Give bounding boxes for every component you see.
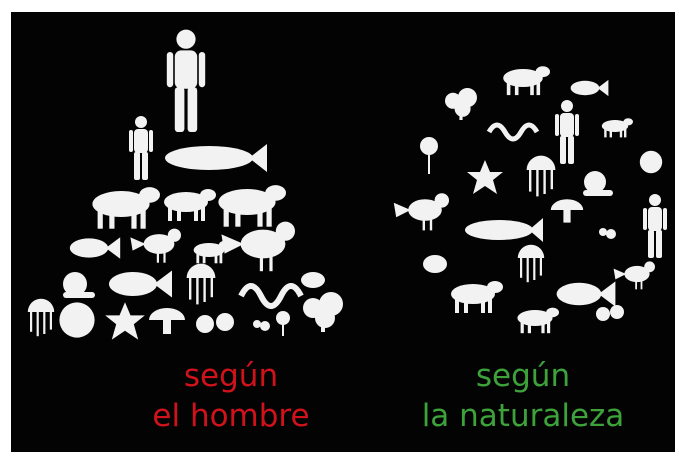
octopus-icon (526, 155, 556, 197)
mushroom-icon (550, 199, 584, 223)
starfish-icon (467, 160, 503, 194)
pig-icon (503, 66, 550, 96)
snake-icon (486, 122, 540, 142)
jellyfish-icon (517, 244, 545, 283)
flower-icon (276, 311, 290, 336)
dog-icon (164, 189, 216, 221)
caption-left-line2: el hombre (152, 398, 310, 434)
nature-circle-silhouettes (393, 66, 667, 334)
fish-icon (570, 79, 609, 97)
chicken-icon (221, 221, 295, 272)
cow-icon (218, 185, 286, 227)
snail-icon (63, 272, 95, 298)
woman-icon (129, 116, 153, 180)
ant-icon (253, 320, 270, 331)
human-pyramid-silhouettes (27, 29, 343, 340)
cow-icon (451, 281, 503, 313)
caption-left-line1: según (183, 358, 279, 394)
eggs-icon (196, 313, 234, 333)
poster-artwork (27, 29, 667, 340)
shark-icon (109, 270, 172, 298)
caption-right-line1: según (475, 358, 571, 394)
bird-icon (130, 228, 181, 263)
jellyfish-icon (27, 298, 55, 337)
ant-icon (599, 228, 616, 239)
rat-icon (601, 118, 633, 138)
fish-icon (69, 237, 121, 259)
tree-icon (445, 88, 477, 120)
human-icon (166, 29, 206, 132)
whale-icon (165, 144, 267, 172)
caption-according-to-man: según el hombre (111, 356, 351, 436)
bird-icon (613, 261, 655, 290)
eggs-icon (596, 305, 624, 321)
dog-icon (517, 307, 559, 334)
frog-icon (423, 255, 447, 273)
mushroom-icon (149, 308, 185, 334)
flower-icon (420, 137, 438, 174)
snail-icon (583, 171, 613, 196)
coral-icon (59, 302, 95, 338)
caption-according-to-nature: según la naturaleza (393, 356, 653, 436)
caption-right-line2: la naturaleza (421, 398, 625, 434)
snake-icon (238, 283, 304, 309)
pig-icon (92, 187, 160, 229)
whale-icon (465, 218, 543, 242)
chicken-icon (393, 193, 449, 231)
poster: según el hombre según la naturaleza (11, 12, 675, 452)
woman-icon (555, 100, 579, 164)
frog-icon (301, 272, 325, 288)
tree-icon (303, 292, 343, 332)
shark-icon (556, 281, 616, 307)
coral-icon (639, 150, 663, 174)
octopus-icon (186, 263, 216, 305)
human-icon (643, 194, 667, 258)
starfish-icon (105, 302, 145, 340)
